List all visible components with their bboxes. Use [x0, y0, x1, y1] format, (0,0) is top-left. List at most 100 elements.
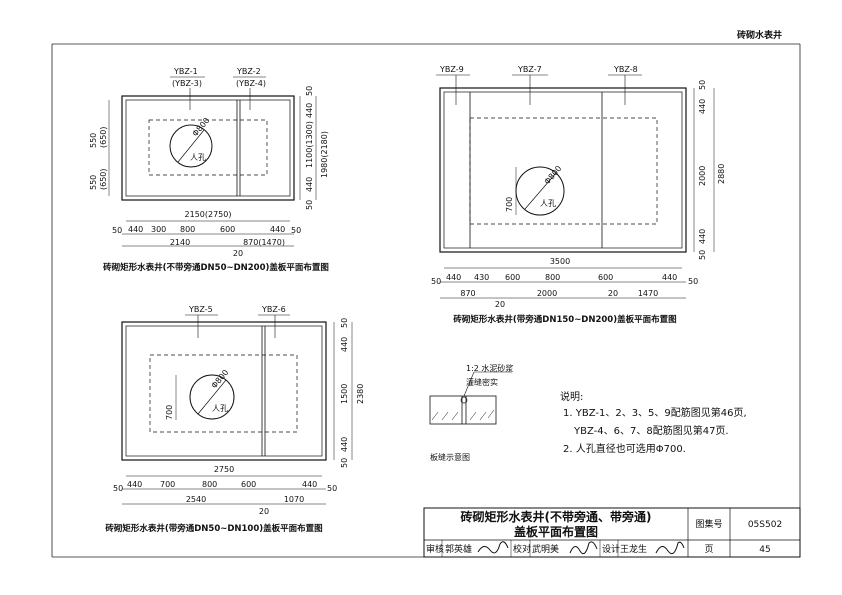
svg-text:440: 440 [127, 480, 142, 489]
notes: 说明: 1. YBZ-1、2、3、5、9配筋图见第46页, YBZ-4、6、7、… [560, 390, 747, 455]
svg-text:1:2 水泥砂浆: 1:2 水泥砂浆 [466, 363, 513, 373]
plan1-label-b2: (YBZ-4) [236, 79, 266, 88]
svg-text:图集号: 图集号 [695, 518, 722, 530]
svg-text:YBZ-7: YBZ-7 [517, 65, 542, 74]
svg-text:800: 800 [202, 480, 217, 489]
svg-text:YBZ-6: YBZ-6 [261, 305, 286, 314]
svg-text:600: 600 [220, 225, 235, 234]
svg-text:1500: 1500 [340, 384, 349, 404]
svg-text:1100(1300): 1100(1300) [305, 121, 314, 168]
svg-text:2150(2750): 2150(2750) [185, 210, 232, 219]
plan-2: Φ800 人孔 700 YBZ-9 YBZ-7 YBZ-8 50 440 200… [431, 65, 726, 325]
tb-title1: 砖砌矩形水表井(不带旁通、带旁通) [461, 509, 652, 524]
reviewer-signature [477, 541, 509, 554]
svg-text:2140: 2140 [170, 238, 190, 247]
svg-text:页: 页 [704, 544, 713, 555]
svg-text:20: 20 [495, 300, 505, 309]
svg-text:50: 50 [305, 200, 314, 210]
svg-text:郭英雄: 郭英雄 [445, 543, 472, 555]
plan1-manhole-text: 人孔 [190, 153, 206, 162]
svg-text:440: 440 [446, 273, 461, 282]
svg-text:武明美: 武明美 [532, 543, 559, 555]
plan3-caption: 砖砌矩形水表井(带旁通DN50~DN100)盖板平面布置图 [105, 523, 322, 534]
svg-text:440: 440 [270, 225, 285, 234]
plan1-outer [121, 95, 295, 201]
svg-text:300: 300 [151, 225, 166, 234]
plan1-opening [148, 119, 268, 176]
svg-text:440: 440 [662, 273, 677, 282]
svg-text:50: 50 [431, 277, 441, 286]
svg-text:550: 550 [89, 175, 98, 190]
svg-text:600: 600 [241, 480, 256, 489]
svg-text:440: 440 [128, 225, 143, 234]
svg-text:50: 50 [340, 458, 349, 468]
title-block: 砖砌矩形水表井(不带旁通、带旁通) 盖板平面布置图 图集号 05S502 页 4… [423, 507, 801, 558]
atlas-number: 05S502 [748, 520, 782, 530]
svg-text:700: 700 [160, 480, 175, 489]
svg-text:50: 50 [113, 484, 123, 493]
svg-text:50: 50 [327, 484, 337, 493]
svg-text:50: 50 [688, 277, 698, 286]
svg-text:2540: 2540 [186, 495, 206, 504]
plan1-manhole [169, 124, 213, 168]
plan1-label-b: YBZ-2 [236, 67, 261, 76]
svg-text:设计: 设计 [602, 543, 620, 555]
plan-1: Φ800 人孔 YBZ-1 (YBZ-3) YBZ-2 (YBZ-4) 50 4… [89, 67, 329, 273]
svg-text:人孔: 人孔 [540, 199, 556, 208]
checker-signature [569, 541, 598, 555]
page-number: 45 [759, 545, 770, 555]
plan3-inner [125, 325, 323, 457]
svg-text:20: 20 [233, 249, 243, 258]
svg-text:校对: 校对 [513, 543, 531, 555]
plan3-manhole [189, 374, 235, 420]
svg-text:440: 440 [698, 229, 707, 244]
designer-signature [655, 541, 685, 555]
svg-text:50: 50 [291, 226, 301, 235]
svg-text:1070: 1070 [284, 495, 304, 504]
plan2-inner [443, 91, 683, 249]
svg-text:430: 430 [474, 273, 489, 282]
svg-text:600: 600 [505, 273, 520, 282]
svg-text:50: 50 [698, 80, 707, 90]
svg-text:2000: 2000 [698, 166, 707, 186]
plan-3: Φ800 人孔 700 YBZ-5 YBZ-6 50 440 1500 440 … [105, 305, 365, 534]
svg-text:20: 20 [259, 507, 269, 516]
svg-text:2. 人孔直径也可选用Φ700.: 2. 人孔直径也可选用Φ700. [563, 442, 686, 455]
plan2-opening [469, 117, 658, 225]
svg-text:50: 50 [340, 318, 349, 328]
svg-text:1980(2180): 1980(2180) [320, 131, 329, 178]
svg-text:审核: 审核 [426, 543, 444, 555]
svg-text:2380: 2380 [356, 384, 365, 404]
plan1-label-a: YBZ-1 [173, 67, 198, 76]
plan1-caption: 砖砌矩形水表井(不带旁通DN50~DN200)盖板平面布置图 [103, 262, 329, 273]
plan1-label-a2: (YBZ-3) [172, 79, 202, 88]
svg-text:800: 800 [545, 273, 560, 282]
svg-text:YBZ-8: YBZ-8 [613, 65, 638, 74]
joint-detail: 1:2 水泥砂浆 灌缝密实 板缝示意图 [429, 363, 513, 462]
svg-text:20: 20 [608, 289, 618, 298]
svg-text:YBZ-5: YBZ-5 [188, 305, 213, 314]
svg-text:(650): (650) [99, 126, 108, 148]
svg-text:700: 700 [505, 197, 514, 212]
svg-text:800: 800 [180, 225, 195, 234]
svg-text:600: 600 [598, 273, 613, 282]
plan2-outer [439, 87, 687, 253]
plan2-caption: 砖砌矩形水表井(带旁通DN150~DN200)盖板平面布置图 [453, 314, 676, 325]
svg-text:(650): (650) [99, 168, 108, 190]
svg-text:2750: 2750 [214, 465, 234, 474]
svg-text:灌缝密实: 灌缝密实 [466, 377, 498, 387]
notes-title: 说明: [560, 390, 583, 403]
tb-title2: 盖板平面布置图 [514, 524, 598, 539]
svg-text:870: 870 [460, 289, 475, 298]
plan1-inner [125, 99, 291, 197]
svg-text:550: 550 [89, 133, 98, 148]
svg-text:50: 50 [305, 86, 314, 96]
svg-text:440: 440 [305, 177, 314, 192]
svg-text:440: 440 [302, 480, 317, 489]
svg-text:440: 440 [340, 337, 349, 352]
svg-text:870(1470): 870(1470) [243, 238, 285, 247]
svg-text:50: 50 [698, 250, 707, 260]
joint-slabs [429, 395, 497, 425]
svg-text:1. YBZ-1、2、3、5、9配筋图见第46页,: 1. YBZ-1、2、3、5、9配筋图见第46页, [563, 406, 747, 419]
